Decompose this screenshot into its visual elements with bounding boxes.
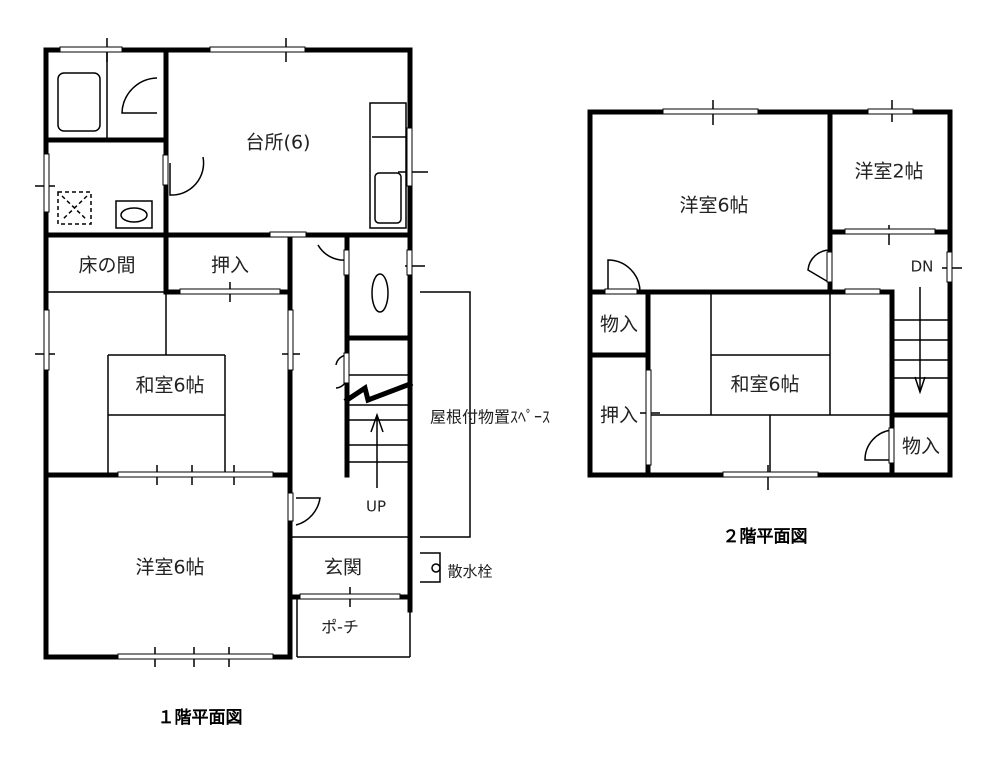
room-label-washitsu-2f: 和室6帖: [730, 374, 799, 396]
storage-space-label: 屋根付物置ｽﾍﾟｰｽ: [430, 408, 550, 427]
room-label-monoire-2: 物入: [902, 436, 940, 458]
stairs-up-label: UP: [366, 498, 386, 516]
room-label-kitchen: 台所(6): [246, 132, 311, 154]
floor1-plan: 台所(6) 床の間 押入 和室6帖 洋室6帖 玄関 ポ-チ 屋根付物置ｽﾍﾟｰｽ…: [35, 38, 550, 728]
room-label-tokonoma: 床の間: [78, 255, 135, 277]
room-label-oshiire-2f: 押入: [600, 405, 638, 427]
room-label-washitsu: 和室6帖: [135, 375, 204, 397]
floor2-title: ２階平面図: [723, 527, 808, 547]
room-label-oshiire: 押入: [211, 255, 249, 277]
room-label-youshitsu6: 洋室6帖: [679, 195, 748, 217]
room-label-porch: ポ-チ: [321, 618, 359, 637]
room-label-youshitsu2: 洋室2帖: [854, 161, 923, 183]
floor2-plan: 洋室6帖 洋室2帖 和室6帖 物入 押入 物入 DN ２階平面図: [587, 100, 962, 547]
stairs-down-label: DN: [911, 258, 934, 276]
floor1-title: １階平面図: [158, 708, 243, 728]
faucet-label: 散水栓: [447, 563, 492, 581]
room-label-genkan: 玄関: [324, 557, 362, 579]
room-label-monoire-1: 物入: [600, 314, 638, 336]
room-label-youshitsu: 洋室6帖: [135, 557, 204, 579]
